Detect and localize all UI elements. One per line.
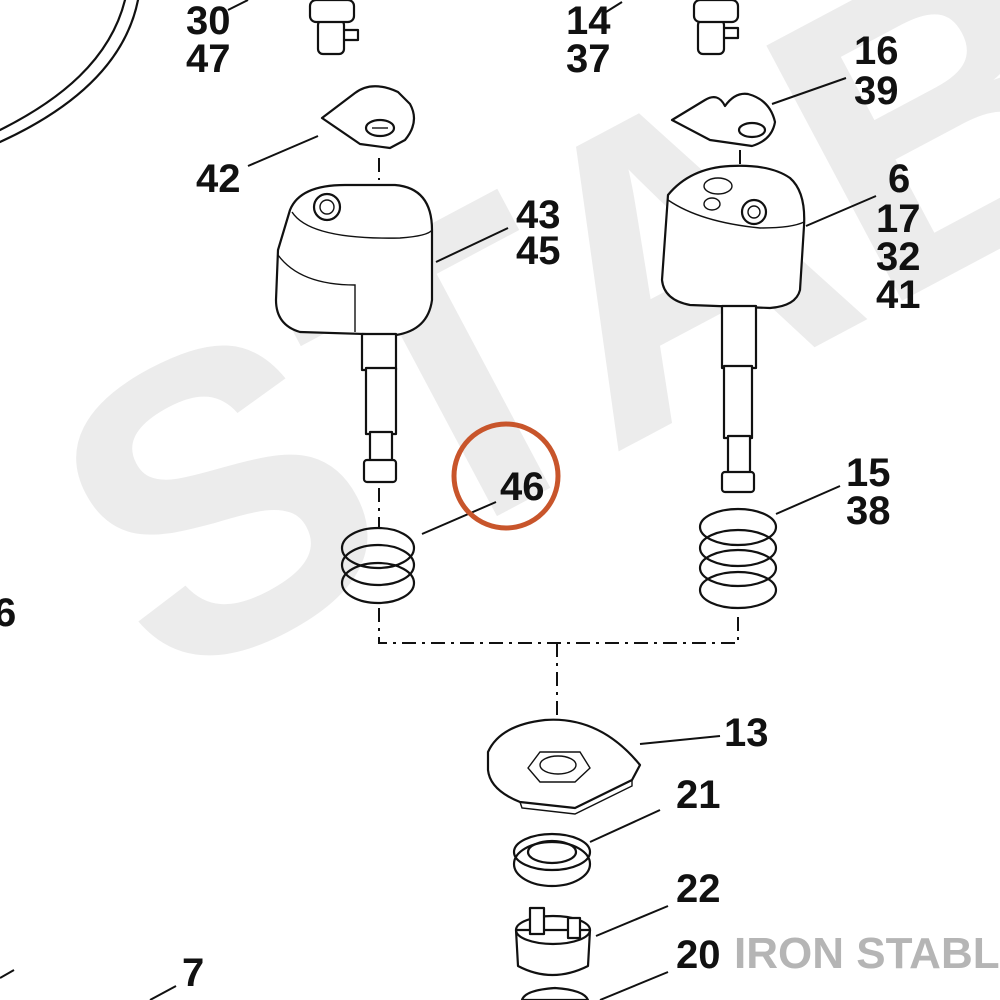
callout-20: 20 (676, 933, 721, 977)
callout-47: 47 (186, 37, 231, 81)
spring-46 (340, 526, 416, 605)
assembly-center-lines (378, 150, 741, 722)
base-plate-13 (486, 718, 642, 815)
key-right (692, 0, 740, 56)
callout-left-edge: 6 (0, 591, 16, 635)
callout-37: 37 (566, 37, 611, 81)
callout-43: 43 (516, 193, 561, 237)
cover-plate-16 (670, 92, 777, 148)
callout-7: 7 (182, 951, 204, 995)
ring-21 (512, 832, 592, 888)
key-left (308, 0, 360, 56)
callout-30: 30 (186, 0, 231, 43)
leader-lines (0, 0, 877, 1000)
callout-22: 22 (676, 867, 721, 911)
callout-15: 15 (846, 451, 891, 495)
callout-32: 32 (876, 235, 921, 279)
callout-42: 42 (196, 157, 241, 201)
callout-6: 6 (888, 157, 910, 201)
callout-16: 16 (854, 29, 899, 73)
handle-left (274, 183, 434, 484)
watermark-text: STABLE (0, 0, 1000, 773)
part-20 (520, 986, 590, 1000)
highlight-circle-46 (451, 421, 561, 531)
spring-15 (698, 507, 778, 610)
callout-46: 46 (500, 465, 545, 509)
brand-logo-text: IRON STABLE (734, 929, 1000, 978)
callout-17: 17 (876, 197, 921, 241)
cover-plate-42 (320, 85, 416, 150)
callout-45: 45 (516, 229, 561, 273)
cable-line (0, 0, 127, 132)
collar-22 (514, 906, 592, 976)
callout-14: 14 (566, 0, 611, 43)
callout-21: 21 (676, 773, 721, 817)
callout-41: 41 (876, 273, 921, 317)
callout-38: 38 (846, 489, 891, 533)
watermark: STABLE (0, 0, 1000, 773)
cable-line-outer (0, 0, 140, 144)
callout-13: 13 (724, 711, 769, 755)
callout-39: 39 (854, 69, 899, 113)
handle-right (660, 164, 806, 494)
callout-labels: 30 47 14 37 16 39 42 43 45 6 17 32 41 46… (0, 0, 921, 995)
